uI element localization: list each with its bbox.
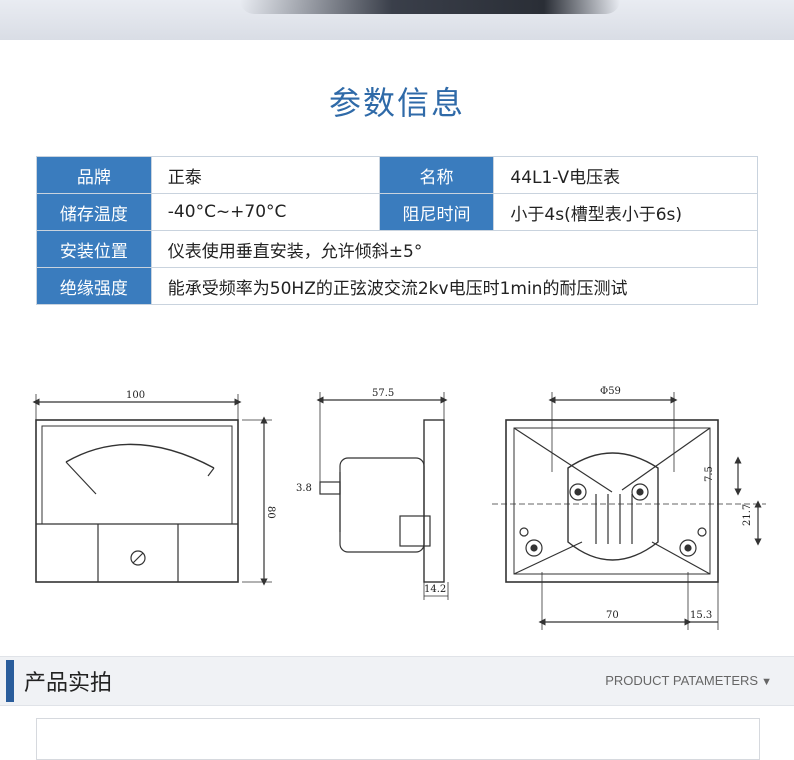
dim-side-depth: 57.5 <box>372 388 394 399</box>
install-position-value: 仪表使用垂直安装，允许倾斜±5° <box>150 230 759 268</box>
damping-time-label: 阻尼时间 <box>378 193 495 231</box>
section2-right-text: PRODUCT PATAMETERS <box>605 673 759 688</box>
storage-temp-label: 储存温度 <box>36 193 152 231</box>
section-header-bar: 产品实拍 PRODUCT PATAMETERS▼ <box>0 656 794 706</box>
insulation-strength-label: 绝缘强度 <box>36 267 152 305</box>
table-row: 储存温度 -40°C~+70°C 阻尼时间 小于4s(槽型表小于6s) <box>36 193 758 231</box>
rear-view-drawing <box>492 392 766 630</box>
section-accent-bar <box>6 660 14 702</box>
name-label: 名称 <box>378 156 495 194</box>
product-edge-shadow <box>240 0 620 14</box>
dim-rear-a: 7.5 <box>704 466 715 482</box>
dim-rear-phi: Φ59 <box>600 386 621 397</box>
install-position-label: 安装位置 <box>36 230 152 268</box>
parameter-table: 品牌 正泰 名称 44L1-V电压表 储存温度 -40°C~+70°C 阻尼时间… <box>36 156 759 305</box>
table-row: 品牌 正泰 名称 44L1-V电压表 <box>36 156 758 194</box>
dim-rear-d: 15.3 <box>690 610 712 621</box>
table-row: 安装位置 仪表使用垂直安装，允许倾斜±5° <box>36 230 759 268</box>
section2-title: 产品实拍 <box>24 671 113 696</box>
table-row: 绝缘强度 能承受频率为50HZ的正弦波交流2kv电压时1min的耐压测试 <box>36 267 759 305</box>
product-photo-frame <box>36 718 760 760</box>
dim-side-flange: 14.2 <box>424 584 446 595</box>
side-view-drawing <box>316 392 449 600</box>
dim-rear-c: 70 <box>606 610 619 621</box>
section2-right-label: PRODUCT PATAMETERS▼ <box>605 673 772 688</box>
front-view-drawing <box>32 394 272 586</box>
storage-temp-value: -40°C~+70°C <box>150 193 380 231</box>
insulation-strength-value: 能承受频率为50HZ的正弦波交流2kv电压时1min的耐压测试 <box>150 267 759 305</box>
triangle-down-icon: ▼ <box>761 676 772 688</box>
dim-side-shaft: 3.8 <box>296 483 312 494</box>
brand-label: 品牌 <box>36 156 152 194</box>
top-image-strip <box>0 0 794 40</box>
name-value: 44L1-V电压表 <box>493 156 758 194</box>
section-title: 参数信息 <box>328 84 465 122</box>
dim-front-height: 80 <box>265 506 276 519</box>
brand-value: 正泰 <box>150 156 380 194</box>
dim-front-width: 100 <box>126 390 145 401</box>
dimension-drawings: 100 80 57.5 3.8 14.2 Φ59 7.5 21.7 70 15.… <box>32 386 766 630</box>
damping-time-value: 小于4s(槽型表小于6s) <box>493 193 758 231</box>
dim-rear-b: 21.7 <box>742 504 753 526</box>
